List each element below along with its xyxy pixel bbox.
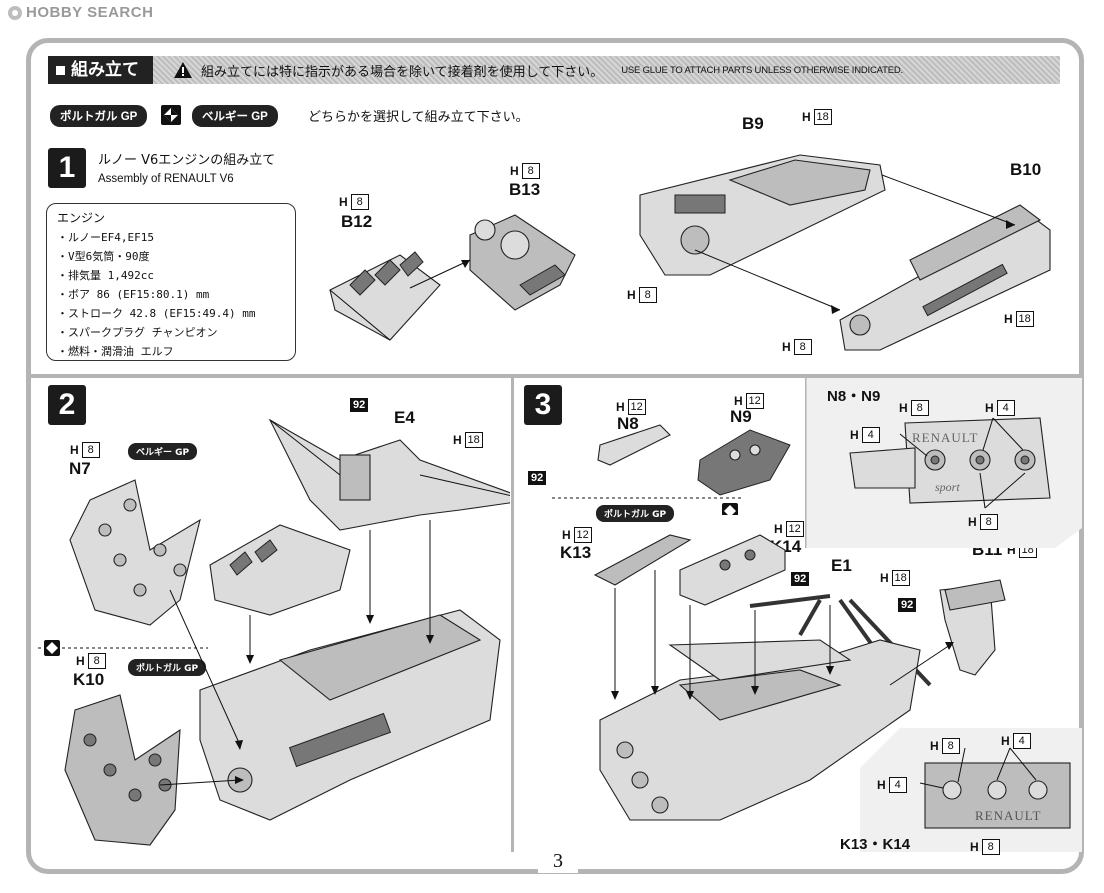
spec-item: ・ルノーEF4,EF15	[57, 231, 154, 244]
part-92-tag: 92	[898, 598, 917, 612]
n8-n9-detail-inset	[805, 378, 1082, 548]
step-1-number: 1	[48, 148, 86, 188]
watermark: HOBBY SEARCH	[8, 4, 153, 21]
divider-vertical	[511, 378, 514, 852]
spec-item: ・燃料・潤滑油 エルフ	[57, 345, 174, 358]
part-label-n8: N8	[617, 414, 639, 433]
spec-item: ・排気量 1,492cc	[57, 269, 154, 282]
part-label-b13: B13	[509, 180, 541, 199]
choose-instruction: どちらかを選択して組み立て下さい。	[308, 110, 529, 125]
step-3-assembly-diagram	[593, 424, 1006, 821]
part-92-tag: 92	[350, 398, 369, 412]
portugal-gp-badge-step3: ポルトガル GP	[596, 505, 675, 522]
spec-item: ・ストローク 42.8 (EF15:49.4) mm	[57, 307, 256, 320]
warning-icon	[174, 62, 192, 78]
hobby-search-logo-icon	[8, 5, 22, 20]
part-label-e4: E4	[394, 408, 415, 427]
engine-spec-box: エンジン ・ルノーEF4,EF15 ・V型6気筒・90度 ・排気量 1,492c…	[46, 203, 296, 361]
portugal-gp-badge-step2: ポルトガル GP	[128, 659, 207, 676]
step-1-title-jp: ルノー V6エンジンの組み立て	[98, 153, 276, 168]
section-title: 組み立て	[48, 56, 153, 84]
part-92-tag: 92	[791, 572, 810, 586]
spec-item: ・V型6気筒・90度	[57, 250, 150, 263]
title-square-icon	[56, 65, 65, 75]
spec-item: ・ボア 86 (EF15:80.1) mm	[57, 288, 210, 301]
spec-heading: エンジン	[57, 211, 106, 225]
part-label-k13: K13	[560, 543, 592, 562]
b9-b10-assembly-diagram	[639, 154, 1051, 351]
inset-title-k13-k14: K13・K14	[840, 836, 911, 853]
section-title-text: 組み立て	[71, 60, 139, 80]
k13-k14-detail-inset	[860, 728, 1082, 852]
portugal-gp-badge: ポルトガル GP	[50, 105, 148, 127]
glue-warning-en: USE GLUE TO ATTACH PARTS UNLESS OTHERWIS…	[621, 64, 903, 76]
variant-separator-step3	[552, 497, 742, 515]
step-1-title-en: Assembly of RENAULT V6	[98, 173, 234, 185]
part-label-e1: E1	[831, 556, 852, 575]
page-number: 3	[538, 850, 578, 873]
part-label-b12: B12	[341, 212, 373, 231]
inset-title-n8-n9: N8・N9	[827, 388, 881, 405]
b12-b13-assembly-diagram	[329, 214, 576, 341]
cover-logo-text: RENAULT	[912, 430, 979, 445]
part-label-k10: K10	[73, 670, 105, 689]
part-92-tag: 92	[528, 471, 547, 485]
variant-separator-step2	[38, 640, 208, 656]
step-2-assembly-diagram	[64, 418, 510, 846]
divider-horizontal	[31, 374, 1080, 378]
part-label-n9: N9	[730, 407, 752, 426]
belgium-gp-badge: ベルギー GP	[192, 105, 278, 127]
spec-item: ・スパークプラグ チャンピオン	[57, 326, 218, 339]
cover-logo-text: RENAULT	[975, 808, 1042, 823]
part-label-b9: B9	[742, 114, 764, 133]
part-label-b10: B10	[1010, 160, 1042, 179]
header-bar: 組み立て 組み立てには特に指示がある場合を除いて接着剤を使用して下さい。 USE…	[48, 56, 1060, 84]
checkered-flag-icon	[161, 105, 181, 125]
glue-warning-jp: 組み立てには特に指示がある場合を除いて接着剤を使用して下さい。	[201, 64, 604, 80]
cover-logo-small: sport	[935, 480, 960, 494]
watermark-text: HOBBY SEARCH	[26, 4, 154, 21]
part-label-n7: N7	[69, 459, 91, 478]
belgium-gp-badge-step2: ベルギー GP	[128, 443, 198, 460]
step-2-number: 2	[48, 385, 86, 425]
step-3-number: 3	[524, 385, 562, 425]
